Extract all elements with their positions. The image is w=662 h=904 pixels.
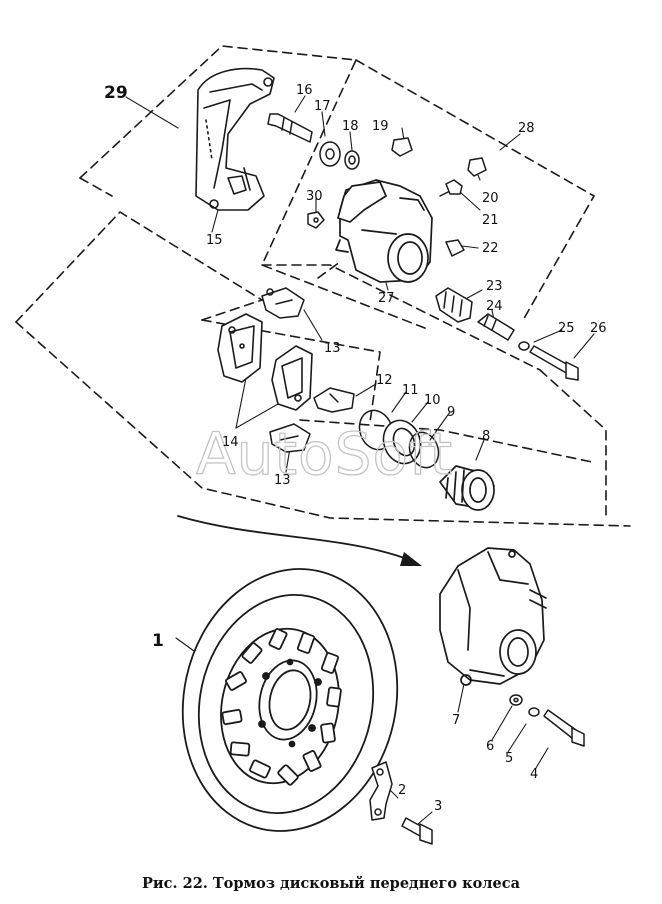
disc-retaining-plate bbox=[369, 761, 393, 821]
callout-9: 9 bbox=[447, 405, 455, 420]
dust-boot-ring bbox=[408, 431, 440, 469]
bleeder-screw bbox=[439, 179, 463, 197]
callout-19: 19 bbox=[372, 119, 389, 134]
callout-30: 30 bbox=[306, 189, 323, 204]
callout-12: 12 bbox=[376, 373, 393, 388]
piston-seal bbox=[435, 287, 473, 323]
callout-29: 29 bbox=[104, 83, 128, 103]
watermark-text: AutoSoft bbox=[196, 420, 453, 488]
callout-22: 22 bbox=[482, 241, 499, 256]
callout-15: 15 bbox=[206, 233, 223, 248]
callout-20: 20 bbox=[482, 191, 499, 206]
caliper-housing bbox=[335, 179, 433, 283]
callout-28: 28 bbox=[518, 121, 535, 136]
assembly-arrow bbox=[177, 515, 422, 566]
callout-1: 1 bbox=[152, 631, 164, 651]
callout-labels: 1 2 3 4 5 6 7 8 9 10 11 12 13 13 14 15 1… bbox=[104, 83, 607, 814]
callout-24: 24 bbox=[486, 299, 503, 314]
pad-spring-lower bbox=[269, 423, 311, 453]
figure-caption: Рис. 22. Тормоз дисковый переднего колес… bbox=[142, 875, 521, 892]
callout-27: 27 bbox=[378, 291, 395, 306]
callout-14: 14 bbox=[222, 435, 239, 450]
lock-washer bbox=[528, 707, 540, 717]
callout-11: 11 bbox=[402, 383, 419, 398]
callout-23: 23 bbox=[486, 279, 503, 294]
nut bbox=[307, 211, 325, 229]
disc-bolt bbox=[401, 817, 433, 845]
guide-pin bbox=[267, 113, 313, 143]
bleeder-cap bbox=[467, 157, 487, 177]
pad-spring-upper bbox=[261, 287, 305, 319]
guide-sleeve bbox=[477, 313, 515, 341]
plug bbox=[445, 239, 465, 257]
washer-large bbox=[509, 694, 523, 706]
leader-lines bbox=[125, 95, 595, 825]
assembled-caliper bbox=[439, 547, 547, 686]
callout-10: 10 bbox=[424, 393, 441, 408]
anti-rattle-plate bbox=[313, 387, 355, 413]
bushing bbox=[344, 150, 360, 170]
callout-4: 4 bbox=[530, 767, 538, 782]
callout-25: 25 bbox=[558, 321, 575, 336]
callout-26: 26 bbox=[590, 321, 607, 336]
callout-7: 7 bbox=[452, 713, 460, 728]
callout-8: 8 bbox=[482, 429, 490, 444]
dust-cap bbox=[391, 137, 413, 157]
brake-pad-inner bbox=[271, 345, 313, 411]
guide-bolt bbox=[529, 345, 579, 381]
callout-2: 2 bbox=[398, 783, 406, 798]
callout-21: 21 bbox=[482, 213, 499, 228]
callout-6: 6 bbox=[486, 739, 494, 754]
o-ring bbox=[518, 341, 530, 351]
callout-13-upper: 13 bbox=[324, 341, 341, 356]
callout-17: 17 bbox=[314, 99, 331, 114]
callout-3: 3 bbox=[434, 799, 442, 814]
callout-13-lower: 13 bbox=[274, 473, 291, 488]
guide-boot bbox=[319, 141, 341, 167]
brake-pad-outer bbox=[217, 313, 263, 383]
callout-18: 18 bbox=[342, 119, 359, 134]
pad-carrier-bracket bbox=[195, 67, 275, 211]
brake-disc bbox=[181, 568, 399, 832]
callout-16: 16 bbox=[296, 83, 313, 98]
caliper-bolt bbox=[543, 709, 585, 747]
callout-5: 5 bbox=[505, 751, 513, 766]
piston bbox=[439, 465, 495, 511]
piston-seal-ring bbox=[382, 419, 422, 465]
